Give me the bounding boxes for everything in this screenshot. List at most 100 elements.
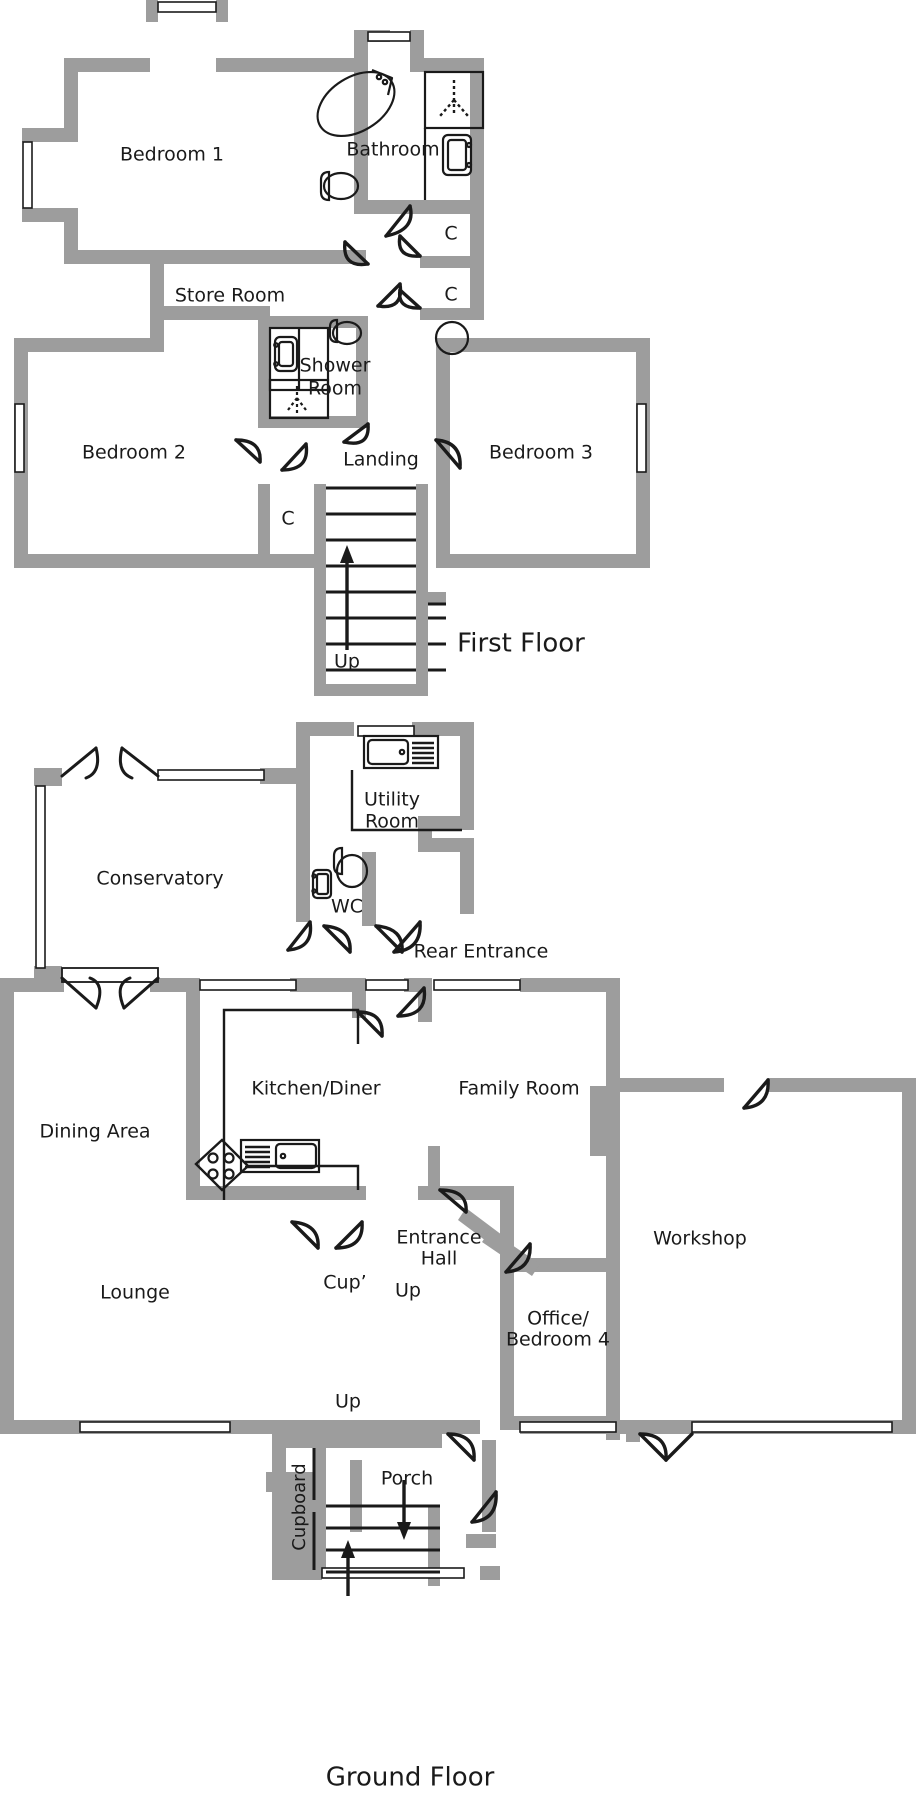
wall [272, 1434, 442, 1448]
bath-tap [381, 78, 389, 86]
room-label-shower-room-line1: Shower [300, 355, 371, 377]
hob-ring [207, 1152, 219, 1164]
room-label-dining-area: Dining Area [39, 1121, 150, 1143]
first-floor-walls [14, 0, 650, 696]
door-swing [286, 920, 313, 952]
room-label-utility-line1: Utility [364, 789, 420, 811]
sink-drain [398, 748, 406, 756]
wall [420, 308, 484, 320]
wall [420, 256, 432, 268]
toilet-icon [319, 170, 360, 202]
window [691, 1421, 893, 1433]
room-label-cupboard-b: C [444, 284, 457, 306]
ground-floor-stairs [326, 1504, 440, 1574]
window [519, 1421, 617, 1433]
room-label-cupboard-a: C [444, 223, 457, 245]
room-label-cupboard: Cupboard [289, 1463, 310, 1550]
door-swing [504, 1242, 532, 1274]
floor-title-first: First Floor [457, 629, 585, 659]
room-label-porch: Porch [381, 1468, 433, 1490]
first-floor-doors [234, 204, 462, 472]
room-label-store-room: Store Room [175, 285, 285, 307]
wall [64, 58, 78, 130]
wall [314, 684, 428, 696]
wall [416, 484, 428, 696]
wall [466, 1534, 496, 1548]
basin-inner [446, 138, 468, 172]
door-leaf [356, 1010, 384, 1038]
wall [290, 978, 366, 992]
door-swing [638, 1432, 668, 1462]
conservatory-doors [60, 746, 160, 1010]
shower-tray [423, 70, 485, 130]
window [365, 979, 409, 991]
room-label-lounge: Lounge [100, 1282, 170, 1304]
ground-stair-arrow-down [397, 1480, 411, 1540]
door-swing [118, 976, 132, 1010]
door-leaf [504, 1242, 532, 1274]
stair-label-up: Up [334, 651, 360, 673]
drainer-grooves [245, 1145, 270, 1169]
door-swing [356, 1010, 384, 1038]
sink-drain [279, 1152, 287, 1160]
door-swing [374, 924, 404, 954]
basin-outer [441, 133, 473, 177]
door-leaf [398, 288, 422, 310]
door-leaf [396, 986, 426, 1018]
wall [410, 58, 484, 72]
room-label-landing: Landing [343, 449, 419, 471]
wall [428, 1146, 440, 1190]
wall [362, 852, 376, 926]
door-leaf [343, 240, 370, 266]
first-floor-stairs [326, 486, 446, 672]
wall [260, 1420, 480, 1434]
shower-spray [287, 386, 307, 414]
door-swing [280, 442, 309, 472]
wall [620, 1078, 724, 1092]
wall [428, 592, 446, 604]
wall [150, 306, 270, 320]
door-leaf [60, 976, 98, 1010]
basin-tap [465, 141, 473, 149]
bath-tap [375, 73, 383, 81]
wall [146, 0, 158, 22]
door-leaf [392, 920, 422, 954]
window [199, 979, 297, 991]
wall [420, 256, 484, 268]
door-leaf [446, 1432, 476, 1462]
room-label-conservatory: Conservatory [96, 868, 223, 890]
door-leaf [60, 746, 98, 778]
basin-tap [311, 873, 317, 879]
door-swing [397, 288, 422, 310]
door-leaf [398, 234, 422, 258]
wall [590, 1086, 620, 1156]
wall [768, 1078, 916, 1092]
room-label-office-line1: Office/ [527, 1308, 589, 1330]
door-leaf [742, 1078, 770, 1110]
wall [14, 338, 164, 352]
toilet-bowl [335, 853, 369, 889]
wall [428, 1506, 440, 1586]
utility-sink-icon [362, 734, 440, 770]
door-swing [438, 1188, 468, 1214]
shower-cubicle-icon [423, 70, 485, 130]
room-label-family-room: Family Room [458, 1078, 579, 1100]
wall [460, 838, 474, 914]
window [157, 1, 217, 13]
wall [436, 554, 650, 568]
stair-label-up-down: Up [395, 1280, 421, 1302]
wall [480, 1566, 500, 1580]
door-swing [88, 976, 102, 1010]
toilet-bowl [322, 171, 360, 201]
door-leaf [234, 438, 262, 464]
door-swing [234, 438, 262, 464]
window [61, 967, 159, 983]
door-leaf [434, 438, 462, 470]
door-swing [118, 746, 134, 780]
stair-label-up: Up [335, 1391, 361, 1413]
toilet-cistern [319, 170, 331, 202]
first-floor-group: Bedroom 1 Bathroom Store Room Shower Roo… [14, 0, 650, 696]
wall [150, 306, 164, 352]
bath-icon [316, 68, 396, 138]
